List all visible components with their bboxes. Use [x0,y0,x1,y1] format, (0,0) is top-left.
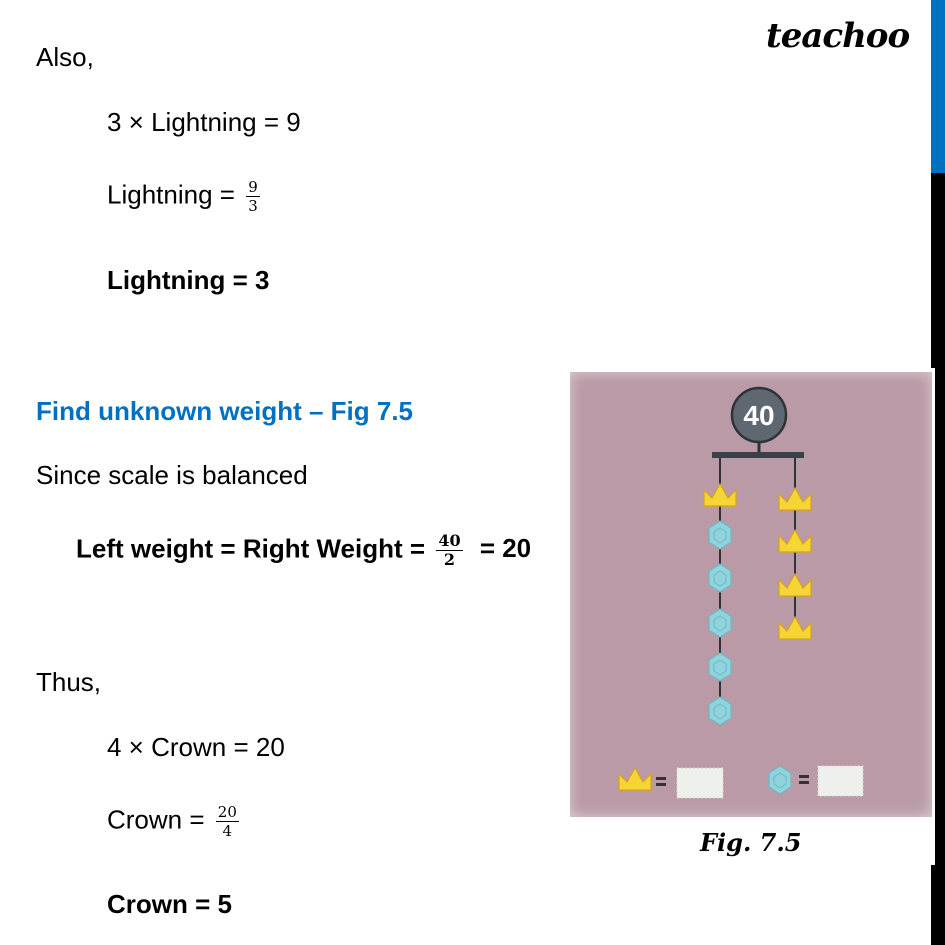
numerator: 20 [215,803,239,822]
svg-text:40: 40 [743,400,774,431]
result-crown: Crown = 5 [107,889,232,919]
numerator: 40 [436,531,463,551]
mobile-diagram: 40 [618,386,864,799]
fraction-lhs: Crown = [107,804,205,835]
edge-gap [931,368,935,865]
equation-crown-fraction: Crown = 20 4 [107,803,239,840]
fraction: 20 4 [215,803,239,840]
statement-text: Since scale is balanced [36,460,308,490]
result-lightning: Lightning = 3 [107,265,270,295]
figure-caption: Fig. 7.5 [700,828,802,857]
numerator: 9 [246,178,260,197]
mobile-figure: 40 [570,372,932,817]
fraction: 9 3 [246,178,260,215]
denominator: 2 [443,550,456,569]
equation-lightning: 3 × Lightning = 9 [107,107,301,137]
equation-crown: 4 × Crown = 20 [107,732,285,762]
intro-text: Also, [36,42,94,72]
edge-bar-blue [931,0,945,173]
logo: teachoo [766,16,910,56]
equation-lightning-fraction: Lightning = 9 3 [107,178,260,215]
denominator: 4 [222,822,233,840]
fraction-lhs: Lightning = [107,179,235,210]
balance-rhs: = 20 [479,533,532,564]
weight-40-icon: 40 [712,386,804,458]
balance-equation: Left weight = Right Weight = 40 2 = 20 [76,532,531,569]
denominator: 3 [248,197,258,215]
legend [618,765,864,799]
thus-text: Thus, [36,667,102,697]
balance-lhs: Left weight = Right Weight = [76,533,426,564]
section-heading: Find unknown weight – Fig 7.5 [36,396,413,426]
fraction: 40 2 [436,531,463,569]
